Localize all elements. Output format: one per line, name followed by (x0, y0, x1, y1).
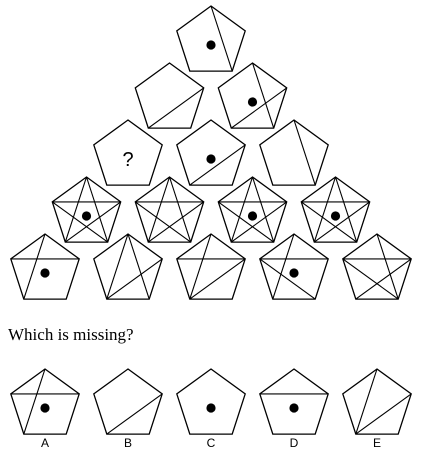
question-text: Which is missing? (8, 325, 134, 344)
pentagon-outline (51, 176, 122, 243)
option-c[interactable] (176, 368, 246, 435)
center-dot (81, 211, 92, 221)
diagonal-line (210, 5, 233, 72)
diagonal-line (300, 201, 358, 243)
pentagon-outline (93, 368, 163, 435)
pyramid-cell-r5-c3 (176, 233, 246, 300)
pentagon-outline (342, 233, 412, 300)
pentagon-outline (93, 233, 163, 300)
diagonal-line (189, 233, 212, 300)
pyramid-cell-r4-c2 (134, 176, 205, 243)
pyramid-cell-r2-c1 (134, 62, 205, 129)
diagonal-line (230, 176, 254, 243)
pyramid-cell-r1-c1 (176, 5, 246, 72)
diagonal-line (147, 201, 205, 243)
option-label: E (373, 436, 381, 450)
option-a[interactable] (10, 368, 80, 435)
center-dot (40, 403, 50, 413)
pyramid-cell-r5-c5 (342, 233, 412, 300)
diagonal-line (106, 393, 163, 435)
pentagon-outline (176, 233, 246, 300)
unknown-mark: ? (122, 149, 133, 171)
diagonal-line (230, 87, 288, 129)
diagonal-line (51, 201, 109, 243)
pentagon-outline (176, 119, 246, 186)
diagonal-line (272, 233, 295, 300)
pyramid-cell-r4-c4 (300, 176, 371, 243)
diagonal-line (147, 87, 205, 129)
pentagon-outline (300, 176, 371, 243)
diagonal-line (293, 119, 316, 186)
option-b[interactable] (93, 368, 163, 435)
pentagon-outline (259, 119, 329, 186)
pentagon-outline (93, 119, 163, 186)
diagonal-line (376, 233, 399, 300)
pyramid-cell-r4-c1 (51, 176, 122, 243)
diagonal-line (189, 258, 246, 300)
pentagon-outline (259, 233, 329, 300)
diagonal-line (313, 201, 371, 243)
center-dot (206, 40, 216, 50)
diagonal-line (64, 201, 122, 243)
diagonal-line (251, 176, 275, 243)
pyramid-cell-r2-c2 (217, 62, 288, 129)
option-label: B (124, 436, 132, 450)
diagonal-line (23, 368, 46, 435)
center-dot (330, 211, 341, 221)
center-dot (247, 211, 258, 221)
option-label: A (41, 436, 49, 450)
diagonal-line (334, 176, 358, 243)
pyramid-cell-r5-c2 (93, 233, 163, 300)
diagonal-line (230, 201, 288, 243)
pyramid-cell-r3-c1: ? (93, 119, 163, 186)
diagonal-line (64, 176, 88, 243)
center-dot (289, 268, 299, 278)
diagonal-line (189, 144, 246, 186)
pentagon-outline (134, 62, 205, 129)
diagonal-line (355, 393, 412, 435)
diagonal-line (251, 62, 275, 129)
pyramid-cell-r3-c3 (259, 119, 329, 186)
diagonal-line (106, 258, 163, 300)
diagonal-line (106, 233, 129, 300)
pentagon-outline (217, 176, 288, 243)
diagonal-line (147, 176, 171, 243)
center-dot (289, 403, 299, 413)
diagonal-line (342, 258, 399, 300)
center-dot (206, 154, 216, 164)
diagonal-line (23, 233, 46, 300)
option-label: D (290, 436, 299, 450)
pentagon-outline (176, 5, 246, 72)
diagonal-line (259, 258, 316, 300)
pyramid-cell-r4-c3 (217, 176, 288, 243)
pentagon-outline (176, 368, 246, 435)
diagonal-line (217, 201, 275, 243)
option-e[interactable] (342, 368, 412, 435)
option-label: C (207, 436, 216, 450)
diagonal-line (355, 258, 412, 300)
pentagon-outline (342, 368, 412, 435)
diagonal-line (355, 368, 378, 435)
pyramid-cell-r3-c2 (176, 119, 246, 186)
pyramid-cell-r5-c1 (10, 233, 80, 300)
diagonal-line (313, 176, 337, 243)
diagonal-line (168, 176, 192, 243)
pyramid-cell-r5-c4 (259, 233, 329, 300)
center-dot (206, 403, 216, 413)
center-dot (40, 268, 50, 278)
diagonal-line (85, 176, 109, 243)
pentagon-outline (217, 62, 288, 129)
option-d[interactable] (259, 368, 329, 435)
diagonal-line (127, 233, 150, 300)
pentagon-outline (134, 176, 205, 243)
pentagon-outline (10, 368, 80, 435)
diagonal-line (134, 201, 192, 243)
pentagon-outline (10, 233, 80, 300)
center-dot (247, 97, 258, 107)
pentagon-outline (259, 368, 329, 435)
